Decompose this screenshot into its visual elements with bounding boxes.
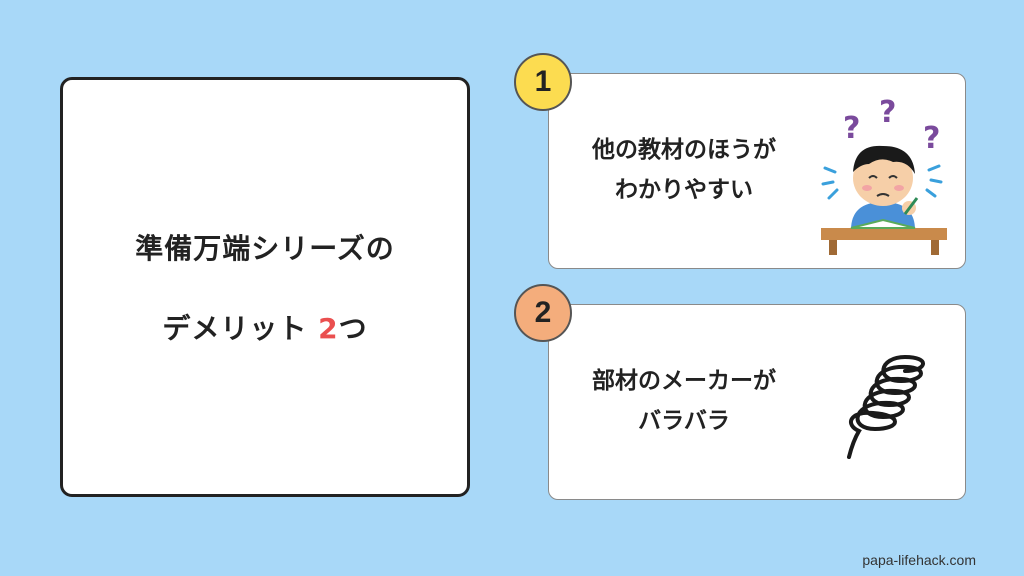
demerit-card-1: 他の教材のほうが わかりやすい ? ? ?: [548, 73, 966, 269]
title-line-2-suffix: つ: [338, 312, 368, 345]
number-badge-2: 2: [514, 284, 572, 342]
question-mark-icon: ?: [879, 95, 896, 130]
scribble-icon: [847, 354, 925, 459]
site-url: papa-lifehack.com: [862, 552, 976, 568]
demerit-2-line-1: 部材のメーカーが: [592, 368, 776, 394]
demerit-1-text: 他の教材のほうが わかりやすい: [549, 130, 819, 210]
question-mark-icon: ?: [923, 121, 940, 156]
title-card: 準備万端シリーズの デメリット 2つ: [60, 77, 470, 497]
demerit-2-text: 部材のメーカーが バラバラ: [549, 361, 819, 441]
number-badge-1: 1: [514, 53, 572, 111]
title-line-2: デメリット 2つ: [162, 307, 367, 347]
demerit-1-line-1: 他の教材のほうが: [592, 137, 776, 163]
confused-student-icon: ? ? ?: [821, 95, 947, 255]
title-count: 2: [318, 312, 339, 345]
title-line-2-prefix: デメリット: [162, 312, 319, 345]
demerit-2-line-2: バラバラ: [638, 408, 730, 434]
demerit-card-2: 部材のメーカーが バラバラ: [548, 304, 966, 500]
demerit-1-line-2: わかりやすい: [615, 177, 753, 203]
question-mark-icon: ?: [843, 111, 860, 146]
title-line-1: 準備万端シリーズの: [135, 232, 395, 265]
